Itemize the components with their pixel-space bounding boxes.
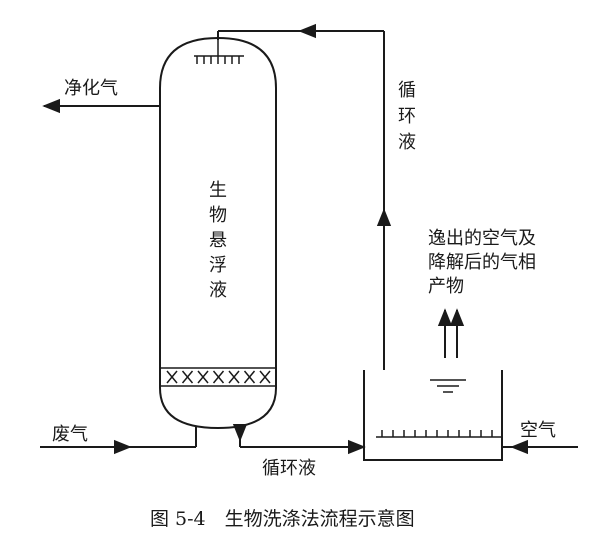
- packing-x-mark: [181, 370, 194, 384]
- waste-gas-arrow: [40, 426, 197, 455]
- packing-x-mark: [166, 370, 178, 384]
- recycle-vertical-label: 循 环 液: [398, 80, 416, 153]
- spray-nozzle: [194, 38, 244, 64]
- water-level-mark: [430, 379, 466, 393]
- suspension-char-5: 液: [209, 280, 227, 301]
- aeration-tank: [363, 370, 503, 461]
- figure-caption: 图 5-4 生物洗涤法流程示意图: [150, 508, 415, 530]
- packing-x-mark: [228, 370, 240, 384]
- suspension-label: 生 物 悬 浮 液: [209, 180, 227, 301]
- packing-x-mark: [212, 370, 225, 384]
- escape-label: 逸出的空气及 降解后的气相 产物: [428, 228, 536, 297]
- scrubber-tower: [159, 36, 277, 430]
- recycle-vertical-char-1: 循: [398, 80, 416, 101]
- packing-grid: [160, 367, 276, 387]
- packing-x-mark: [259, 370, 271, 384]
- suspension-char-2: 物: [209, 205, 227, 226]
- suspension-char-3: 悬: [209, 230, 227, 251]
- escape-line-1: 逸出的空气及: [428, 228, 536, 249]
- recycle-vertical-line: [217, 23, 392, 370]
- recycle-vertical-char-3: 液: [398, 132, 416, 153]
- packing-x-mark: [197, 370, 209, 384]
- air-label: 空气: [520, 420, 556, 441]
- suspension-char-1: 生: [209, 180, 227, 201]
- recycle-bottom-line: [232, 423, 366, 455]
- air-diffuser: [376, 430, 502, 438]
- packing-x-mark: [243, 370, 256, 384]
- waste-gas-label: 废气: [52, 424, 88, 445]
- escape-line-2: 降解后的气相: [428, 252, 536, 273]
- recycle-vertical-char-2: 环: [398, 106, 416, 127]
- recycle-bottom-label: 循环液: [262, 458, 316, 479]
- escape-line-3: 产物: [428, 276, 464, 297]
- purified-gas-label: 净化气: [64, 78, 118, 99]
- suspension-char-4: 浮: [209, 255, 227, 276]
- escape-arrows: [437, 308, 465, 358]
